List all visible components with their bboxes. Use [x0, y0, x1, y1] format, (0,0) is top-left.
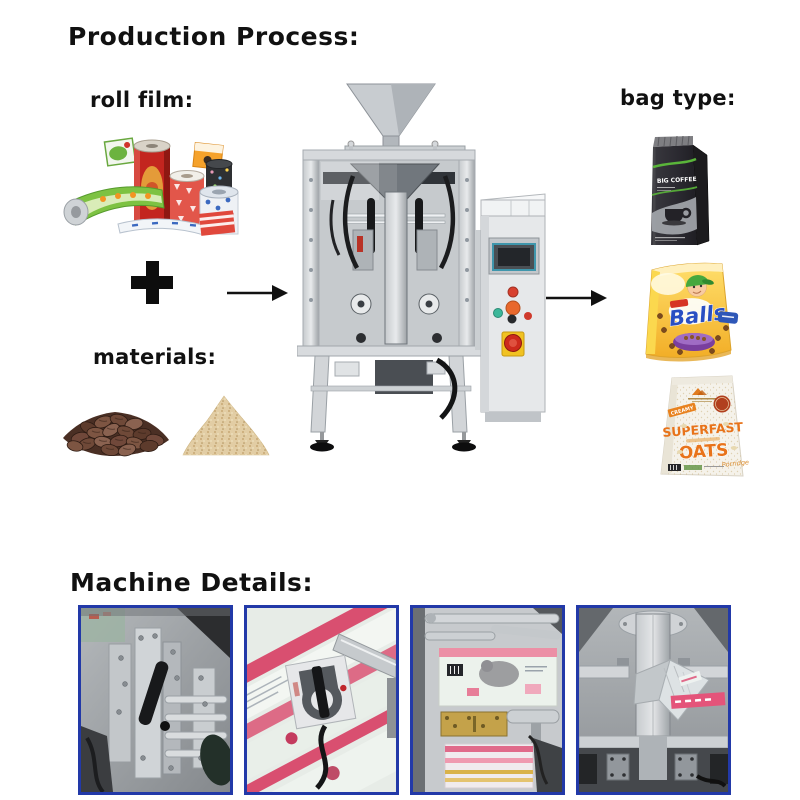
cartoon-kid — [686, 275, 714, 297]
coffee-cup-graphic — [665, 209, 683, 223]
sealing-jaws-photo — [81, 608, 230, 792]
control-panel — [475, 193, 546, 422]
bag-type-label: bag type: — [620, 86, 736, 110]
grain-pile-image — [182, 395, 270, 456]
black-handle-lever — [138, 661, 169, 725]
cereal-bowl — [673, 333, 715, 351]
creamy-ribbon: CREAMY — [667, 402, 697, 418]
forming-tube — [384, 191, 408, 345]
red-film-roll — [133, 139, 171, 228]
film-rollers-photo — [413, 608, 562, 792]
oats-logo — [688, 388, 716, 402]
coffee-beans-image — [63, 412, 169, 457]
machine-details-title: Machine Details: — [70, 568, 313, 597]
bolted-block — [674, 753, 698, 781]
panel-button-red[interactable] — [507, 286, 519, 298]
detail-photo-sealing-jaws — [78, 605, 233, 795]
barcode — [668, 464, 724, 471]
roll-film-image — [63, 137, 239, 236]
arrow-right-icon — [227, 285, 288, 301]
detail-photo-forming-tube — [576, 605, 731, 795]
machine-foot — [452, 442, 476, 452]
oats-line2-text: OATS — [678, 440, 729, 463]
cable — [342, 175, 359, 270]
cable — [435, 357, 458, 420]
machine-foot — [310, 442, 334, 452]
red-white-film-roll — [169, 170, 205, 228]
oats-bag-image: CREAMY SUPERFAST OATS Porridge — [660, 375, 749, 477]
panel-button-small-red[interactable] — [524, 312, 532, 320]
detail-photo-film-rollers — [410, 605, 565, 795]
svg-text:CREAMY: CREAMY — [670, 405, 695, 417]
bolted-block — [606, 753, 630, 781]
coffee-bag-image: BIG COFFEE — [651, 135, 710, 246]
machine-details-row — [78, 605, 731, 795]
detail-photo-film-sensor — [244, 605, 399, 795]
lower-film-web — [444, 743, 534, 789]
plus-icon — [131, 261, 173, 304]
panel-button-dark[interactable] — [507, 314, 517, 324]
arrow-right-icon — [546, 290, 607, 306]
pink-label-band — [670, 692, 726, 709]
red-striped-film-piece — [199, 210, 236, 236]
coffee-brand-text: BIG COFFEE — [657, 176, 697, 185]
oats-script-text: Porridge — [721, 458, 749, 469]
snack-bag-image: Balls — [645, 262, 739, 362]
packaging-machine-image — [297, 83, 546, 452]
green-unrolled-film — [63, 186, 165, 226]
photo-eye-sensor — [284, 654, 357, 730]
red-seal-badge — [713, 395, 731, 413]
cable — [439, 175, 456, 270]
panel-button-green[interactable] — [493, 308, 503, 318]
film-sensor-photo — [247, 608, 396, 792]
page-title: Production Process: — [68, 22, 360, 51]
printed-film-panel — [438, 647, 558, 707]
machine-lower-frame — [297, 345, 482, 452]
materials-label: materials: — [93, 345, 217, 369]
roll-film-label: roll film: — [90, 88, 194, 112]
plus-vertical-bar — [145, 261, 159, 304]
machine-body — [302, 149, 476, 347]
forming-tube-photo — [579, 608, 728, 792]
cable — [329, 199, 341, 256]
panel-button-orange[interactable] — [505, 300, 521, 316]
green-label-square — [103, 137, 137, 167]
hopper-funnel — [346, 83, 436, 147]
